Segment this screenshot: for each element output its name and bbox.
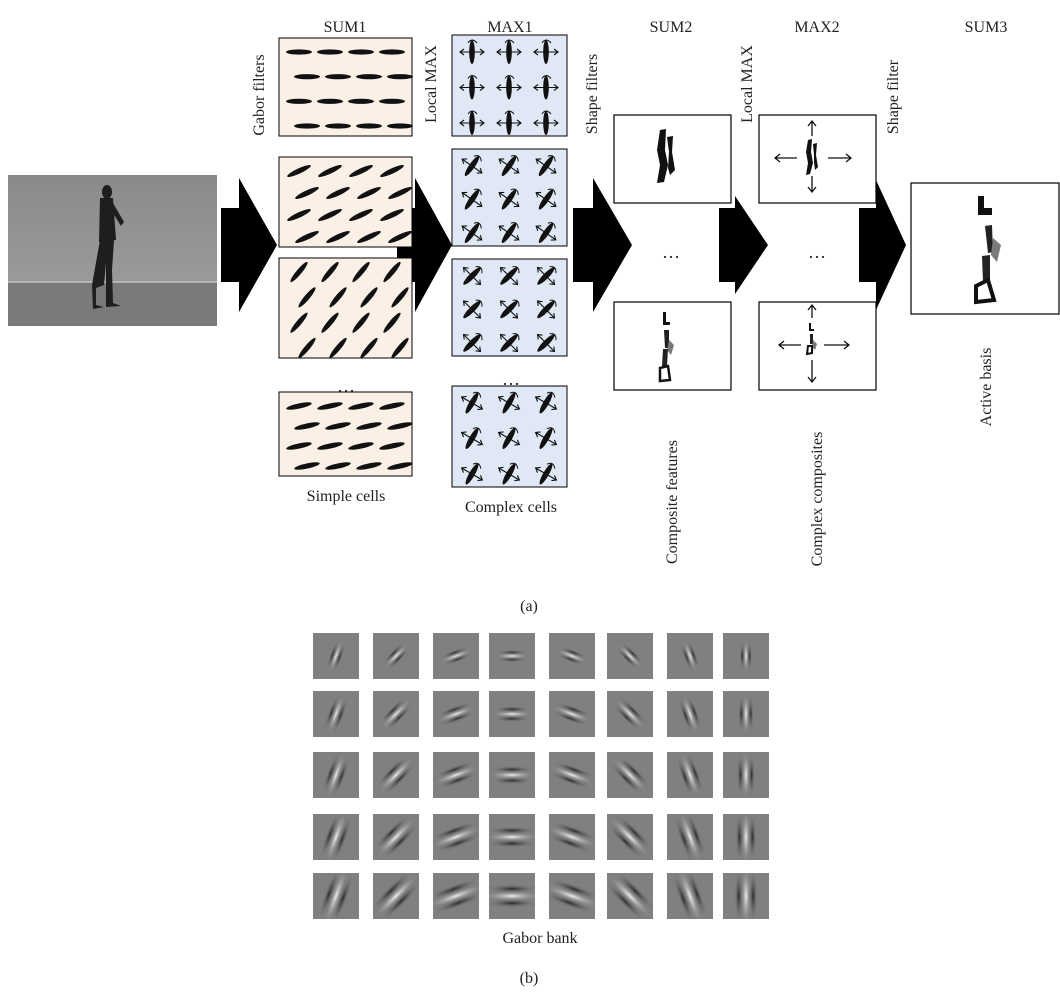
gabor-filter — [607, 691, 653, 737]
gabor-filter — [313, 691, 359, 737]
gabor-filter — [433, 633, 479, 679]
gabor-filter — [723, 751, 769, 800]
max2-title: MAX2 — [794, 19, 839, 36]
complex-cells-ellipsis: … — [502, 369, 520, 389]
gabor-filter — [373, 691, 419, 737]
gabor-filter — [430, 752, 482, 798]
gabor-filter — [433, 691, 479, 737]
gabor-filter — [606, 751, 653, 798]
simple-cell-edge — [294, 74, 320, 79]
simple-cell-edge — [348, 49, 374, 54]
shape-filter-label: Shape filter — [885, 59, 902, 134]
gabor-filter — [313, 633, 359, 679]
gabor-filter — [489, 633, 535, 679]
gabor-bank-grid — [313, 633, 769, 929]
simple-cell-box — [279, 258, 412, 360]
gabor-filters-label: Gabor filters — [251, 54, 268, 135]
complex-composites-column: … Complex composites — [759, 115, 876, 566]
gabor-filter — [603, 810, 657, 864]
simple-cell-edge — [356, 123, 382, 128]
gabor-filter — [667, 749, 713, 801]
shape-filters-label: Shape filters — [584, 54, 601, 134]
gabor-filter — [373, 633, 419, 679]
active-basis-column: Active basis — [911, 183, 1059, 426]
sum3-title: SUM3 — [965, 19, 1008, 36]
composite-features-label: Composite features — [664, 440, 681, 564]
simple-cell-edge — [325, 74, 351, 79]
simple-cell-box — [279, 392, 413, 476]
simple-cells-label: Simple cells — [307, 488, 386, 505]
composite-features-ellipsis: … — [662, 242, 680, 262]
gabor-filter — [546, 752, 598, 798]
gabor-filter — [723, 633, 769, 679]
gabor-filter — [542, 814, 602, 860]
simple-cell-edge — [317, 49, 343, 54]
complex-cell-box — [452, 35, 567, 136]
gabor-filter — [539, 873, 605, 919]
complex-composite-box-2 — [759, 302, 876, 390]
gabor-filter — [372, 751, 419, 798]
simple-cell-edge — [379, 49, 405, 54]
gabor-filter — [723, 691, 769, 737]
local-max-label-1: Local MAX — [423, 45, 440, 123]
simple-cell-box — [279, 38, 413, 136]
gabor-filter — [313, 749, 359, 801]
sum1-title: SUM1 — [324, 19, 367, 36]
gabor-filter — [488, 752, 537, 798]
gabor-filter — [667, 807, 713, 867]
simple-cell-edge — [387, 123, 413, 128]
input-image — [8, 175, 217, 326]
panel-a-caption: (a) — [520, 598, 538, 615]
gabor-filter — [607, 633, 653, 679]
complex-composites-ellipsis: … — [808, 242, 826, 262]
panel-b-caption: (b) — [520, 970, 539, 987]
active-basis-box — [911, 183, 1059, 314]
gabor-filter — [369, 810, 423, 864]
flow-arrow-1 — [221, 178, 277, 312]
simple-cells-ellipsis: … — [337, 376, 355, 396]
gabor-filter — [549, 633, 595, 679]
complex-cell-box — [452, 259, 567, 360]
sum2-title: SUM2 — [650, 19, 693, 36]
complex-cells-column — [452, 35, 567, 490]
complex-composites-label: Complex composites — [809, 432, 826, 567]
gabor-filter — [723, 809, 769, 865]
simple-cell-edge — [286, 99, 312, 104]
gabor-filter — [723, 865, 769, 927]
gabor-filter — [667, 633, 713, 679]
gabor-filter — [667, 863, 713, 929]
gabor-filter — [667, 691, 713, 737]
simple-cells-column — [279, 38, 413, 476]
simple-cell-edge — [379, 99, 405, 104]
simple-cell-edge — [387, 74, 413, 79]
simple-cell-edge — [325, 123, 351, 128]
gabor-filter — [600, 866, 660, 926]
simple-cell-edge — [356, 74, 382, 79]
gabor-filter — [313, 863, 359, 929]
complex-cell-box — [452, 386, 567, 490]
simple-cell-box — [279, 157, 413, 247]
gabor-bank-label: Gabor bank — [502, 930, 577, 947]
gabor-filter — [484, 814, 540, 860]
gabor-filter — [549, 691, 595, 737]
simple-cell-edge — [294, 123, 320, 128]
simple-cell-edge — [317, 99, 343, 104]
flow-arrow-4 — [719, 196, 768, 294]
gabor-filter — [481, 873, 543, 919]
simple-cell-edge — [286, 49, 312, 54]
gabor-filter — [366, 866, 426, 926]
gabor-filter — [489, 691, 535, 737]
gabor-filter — [426, 814, 486, 860]
simple-cell-edge — [348, 99, 374, 104]
max1-title: MAX1 — [487, 19, 532, 36]
local-max-label-2: Local MAX — [739, 45, 756, 123]
complex-cells-label: Complex cells — [465, 499, 557, 516]
active-basis-label: Active basis — [978, 348, 995, 427]
complex-cell-box — [452, 149, 567, 250]
gabor-filter — [313, 807, 359, 867]
composite-features-column: … Composite features — [614, 115, 731, 564]
gabor-filter — [423, 873, 489, 919]
